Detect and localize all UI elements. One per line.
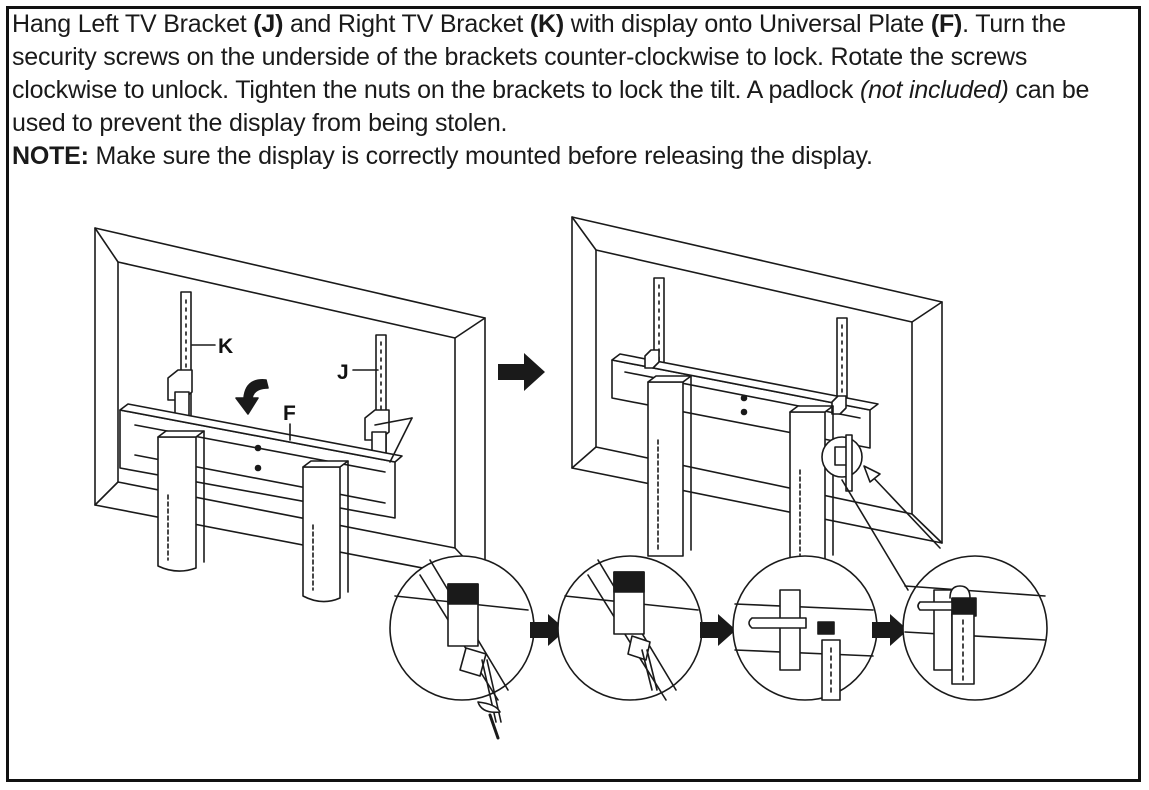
instruction-text: Hang Left TV Bracket (J) and Right TV Br… bbox=[12, 8, 1122, 173]
left-display-illustration bbox=[94, 227, 486, 603]
callout-k: K bbox=[218, 335, 233, 358]
right-arrow-icon bbox=[700, 614, 736, 646]
stand-column-left bbox=[157, 430, 205, 572]
instruction-text-part: and Right TV Bracket bbox=[283, 10, 530, 38]
stand-column-right bbox=[302, 460, 349, 603]
instruction-text-part: with display onto Universal Plate bbox=[564, 10, 931, 38]
not-included-note: (not included) bbox=[859, 76, 1009, 104]
part-ref-f: (F) bbox=[930, 10, 963, 38]
part-ref-j: (J) bbox=[253, 10, 284, 38]
detail-circle-4 bbox=[902, 555, 1048, 701]
part-ref-k: (K) bbox=[529, 10, 565, 38]
right-arrow-icon bbox=[530, 614, 566, 646]
instruction-text-part: can be used to prevent the display from … bbox=[12, 76, 1090, 137]
note-label: NOTE: bbox=[12, 142, 89, 170]
right-arrow-icon bbox=[872, 614, 908, 646]
callout-f: F bbox=[283, 402, 296, 425]
detail-circle-1 bbox=[389, 555, 535, 740]
detail-circle-3 bbox=[732, 555, 878, 701]
bracket-k bbox=[167, 291, 193, 423]
instruction-paragraph: Hang Left TV Bracket (J) and Right TV Br… bbox=[12, 8, 1122, 140]
curved-down-arrow-icon bbox=[235, 379, 269, 415]
note-text: Make sure the display is correctly mount… bbox=[88, 142, 873, 170]
detail-circle-2 bbox=[557, 555, 703, 701]
right-arrow-icon bbox=[498, 353, 545, 391]
instruction-text-part: . Turn the security screws on the unders… bbox=[12, 10, 1066, 104]
instruction-text-part: Hang Left TV Bracket bbox=[12, 10, 254, 38]
callout-j: J bbox=[337, 361, 349, 384]
note-paragraph: NOTE: Make sure the display is correctly… bbox=[12, 140, 1122, 173]
right-display-illustration bbox=[571, 216, 943, 591]
